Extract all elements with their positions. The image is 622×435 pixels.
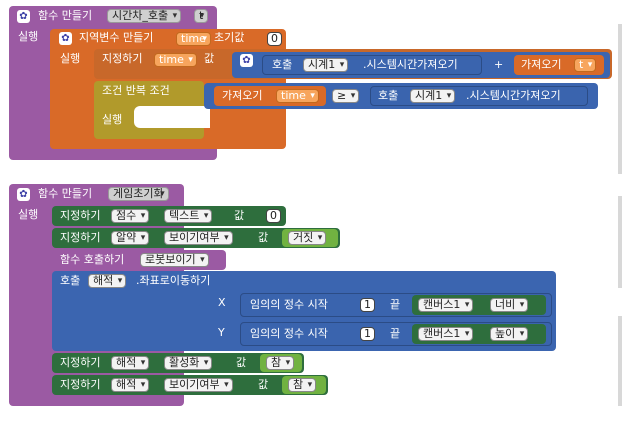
system-time-method: .시스템시간가져오기: [363, 58, 458, 71]
y-label: Y: [218, 326, 225, 339]
workspace-scrollbar[interactable]: [618, 24, 622, 174]
component-dropdown-score[interactable]: 점수: [111, 209, 150, 223]
while-label: 조건 반복 조건: [102, 84, 170, 97]
set-label: 지정하기: [60, 378, 101, 391]
property-dropdown-height[interactable]: 높이: [490, 327, 529, 341]
local-do-label: 실행: [60, 52, 81, 65]
local-var-name[interactable]: time: [176, 32, 211, 46]
get-label: 가져오기: [521, 58, 562, 71]
procedure-dropdown[interactable]: 로봇보이기: [140, 253, 209, 267]
random-from-y[interactable]: 1: [360, 327, 375, 341]
value-label: 값: [234, 209, 245, 222]
random-int-label: 임의의 정수 시작: [250, 298, 328, 311]
local-var-label: 지역변수 만들기: [79, 31, 154, 44]
set-label: 지정하기: [60, 356, 101, 369]
procedure-param-t[interactable]: t: [194, 9, 209, 23]
get-time-dropdown[interactable]: time: [276, 89, 319, 103]
property-dropdown-visible[interactable]: 보이기여부: [164, 231, 233, 245]
boolean-dropdown-true[interactable]: 참: [266, 356, 295, 370]
while-do-slot[interactable]: [134, 106, 210, 128]
x-label: X: [218, 296, 226, 309]
get-label: 가져오기: [222, 89, 263, 102]
boolean-dropdown-true[interactable]: 참: [288, 378, 317, 392]
property-dropdown-text[interactable]: 텍스트: [164, 209, 213, 223]
while-do-label: 실행: [102, 113, 123, 126]
set-label: 지정하기: [60, 209, 101, 222]
component-dropdown-pirate[interactable]: 해적: [88, 274, 127, 288]
gear-icon[interactable]: ✿: [240, 54, 253, 67]
gear-icon[interactable]: ✿: [17, 10, 30, 23]
random-to-label: 끝: [390, 298, 401, 311]
set-label: 지정하기: [60, 231, 101, 244]
canvas-dropdown-y[interactable]: 캔버스1: [418, 327, 474, 341]
property-dropdown-visible[interactable]: 보이기여부: [164, 378, 233, 392]
procedure-name-field[interactable]: 게임초기화: [108, 187, 169, 201]
property-dropdown-enabled[interactable]: 활성화: [164, 356, 213, 370]
workspace-scrollbar-bottom[interactable]: [618, 316, 622, 406]
random-int-label: 임의의 정수 시작: [250, 327, 328, 340]
component-dropdown-pirate[interactable]: 해적: [111, 378, 150, 392]
procedure-header-label: 함수 만들기: [38, 187, 93, 200]
init-value-field[interactable]: 0: [267, 32, 282, 46]
workspace-scrollbar-lower[interactable]: [618, 196, 622, 288]
set-label: 지정하기: [102, 52, 143, 65]
call-label: 호출: [60, 274, 81, 287]
random-to-label: 끝: [390, 327, 401, 340]
score-value-field[interactable]: 0: [266, 209, 281, 223]
compare-operator-dropdown[interactable]: ≥: [332, 89, 360, 103]
procedure-header-label: 함수 만들기: [38, 9, 93, 22]
plus-operator: +: [494, 58, 504, 71]
property-dropdown-width[interactable]: 너비: [490, 298, 529, 312]
set-var-dropdown[interactable]: time: [154, 53, 197, 67]
value-label: 값: [204, 52, 215, 65]
random-from-x[interactable]: 1: [360, 298, 375, 312]
canvas-dropdown-x[interactable]: 캔버스1: [418, 298, 474, 312]
gear-icon[interactable]: ✿: [59, 32, 72, 45]
get-t-dropdown[interactable]: t: [574, 58, 597, 72]
component-dropdown-pirate[interactable]: 해적: [111, 356, 150, 370]
moveto-method: .좌표로이동하기: [136, 274, 211, 287]
value-label: 값: [258, 378, 269, 391]
call-label: 호출: [378, 89, 399, 102]
system-time-method-2: .시스템시간가져오기: [466, 89, 561, 102]
value-label: 값: [258, 231, 269, 244]
procedure-do-label: 실행: [18, 208, 39, 221]
call-label: 호출: [272, 58, 293, 71]
procedure-do-label: 실행: [18, 30, 39, 43]
boolean-dropdown-false[interactable]: 거짓: [288, 231, 327, 245]
clock-dropdown[interactable]: 시계1: [303, 58, 349, 72]
call-procedure-label: 함수 호출하기: [60, 253, 125, 266]
init-label: 초기값: [214, 31, 245, 44]
value-label: 값: [236, 356, 247, 369]
component-dropdown-pill[interactable]: 알약: [111, 231, 150, 245]
gear-icon[interactable]: ✿: [17, 188, 30, 201]
clock-dropdown-2[interactable]: 시계1: [410, 89, 456, 103]
procedure-name-field[interactable]: 시간차_호출: [107, 9, 182, 23]
